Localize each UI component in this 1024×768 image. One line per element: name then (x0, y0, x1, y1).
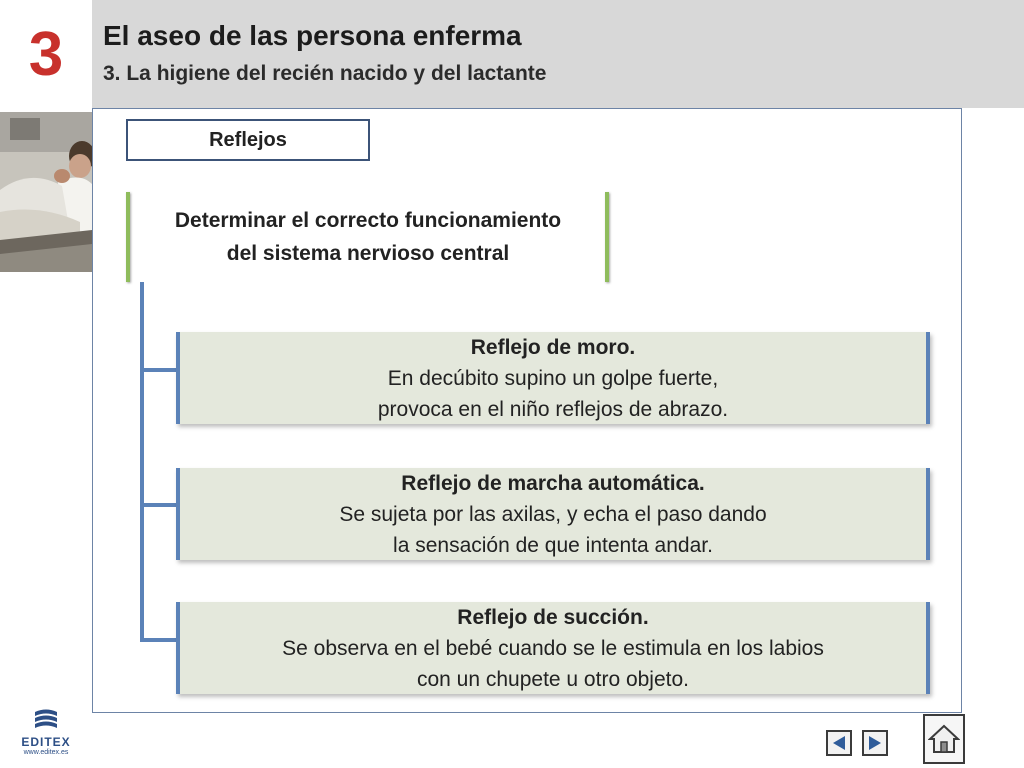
bracket-right (605, 192, 609, 282)
tree-branch-3 (140, 638, 176, 642)
reflex-box-marcha: Reflejo de marcha automática. Se sujeta … (176, 468, 930, 560)
chapter-number: 3 (28, 19, 64, 89)
header-bar (92, 0, 1024, 108)
reflex-title: Reflejo de succión. (457, 605, 649, 629)
page-subtitle: 3. La higiene del recién nacido y del la… (103, 62, 547, 85)
main-concept-line-1: Determinar el correcto funcionamiento (174, 209, 562, 232)
side-photo (0, 112, 92, 272)
reflex-description-line: provoca en el niño reflejos de abrazo. (377, 397, 729, 421)
reflex-description-line: En decúbito supino un golpe fuerte, (387, 366, 719, 390)
triangle-left-icon (833, 736, 845, 750)
editex-logo: EDITEX www.editex.es (14, 708, 78, 764)
main-concept: Determinar el correcto funcionamiento de… (126, 192, 610, 282)
tree-trunk (140, 282, 144, 642)
reflex-box-succion: Reflejo de succión. Se observa en el beb… (176, 602, 930, 694)
triangle-right-icon (869, 736, 881, 750)
next-button[interactable] (862, 730, 888, 756)
tree-branch-1 (140, 368, 176, 372)
reflex-title: Reflejo de moro. (470, 335, 636, 359)
reflex-description-line: con un chupete u otro objeto. (416, 667, 690, 691)
reflex-description-line: Se observa en el bebé cuando se le estim… (282, 636, 824, 660)
reflejos-tab[interactable]: Reflejos (126, 119, 370, 161)
house-icon (928, 724, 960, 753)
reflex-description-line: la sensación de que intenta andar. (393, 533, 713, 557)
bracket-left (126, 192, 130, 282)
reflex-description-line: Se sujeta por las axilas, y echa el paso… (339, 502, 767, 526)
home-button[interactable] (923, 714, 965, 764)
tree-branch-2 (140, 503, 176, 507)
page-title: El aseo de las persona enferma (103, 20, 522, 51)
reflex-box-moro: Reflejo de moro. En decúbito supino un g… (176, 332, 930, 424)
main-concept-line-2: del sistema nervioso central (226, 242, 510, 265)
editex-logo-icon (35, 709, 57, 728)
logo-url: www.editex.es (23, 749, 69, 756)
reflex-title: Reflejo de marcha automática. (401, 471, 705, 495)
prev-button[interactable] (826, 730, 852, 756)
logo-name: EDITEX (21, 735, 71, 749)
